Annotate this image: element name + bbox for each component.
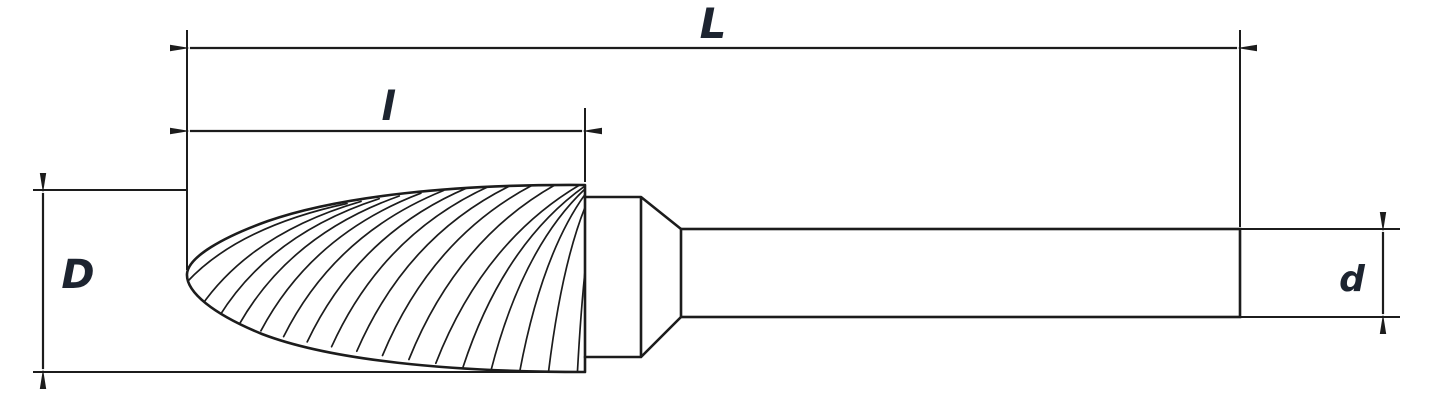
dimension-cut-length: l (170, 84, 602, 182)
dimension-total-length: L (170, 0, 1257, 270)
dimension-label-cut-length: l (381, 84, 396, 130)
shank (679, 227, 1242, 319)
flute-line (200, 200, 362, 308)
flute-line (186, 202, 348, 283)
flute-line (330, 184, 493, 348)
flute-line (355, 184, 518, 353)
dimension-head-diameter: D (33, 173, 585, 389)
dimension-label-total-length: L (700, 0, 727, 48)
flute-line (462, 184, 585, 368)
flute-line (576, 184, 585, 372)
flute-line (381, 184, 544, 357)
dimension-label-shank-diameter: d (1339, 259, 1366, 300)
dimension-label-head-diameter: D (61, 252, 94, 298)
flute-line (218, 197, 381, 318)
collar-outline (583, 195, 683, 359)
flute-line (518, 184, 585, 372)
dimensions: L l D d (33, 0, 1400, 389)
flute-line (282, 189, 445, 338)
flute-line (306, 186, 469, 343)
flute-line (547, 184, 585, 372)
flute-line (408, 184, 570, 361)
burr-body (185, 183, 1242, 374)
flute-line (238, 195, 401, 326)
flute-line (260, 192, 422, 332)
flute-line (490, 184, 585, 372)
flute-lines (186, 184, 585, 372)
flute-line (434, 184, 585, 365)
dimension-shank-diameter: d (1240, 212, 1400, 334)
